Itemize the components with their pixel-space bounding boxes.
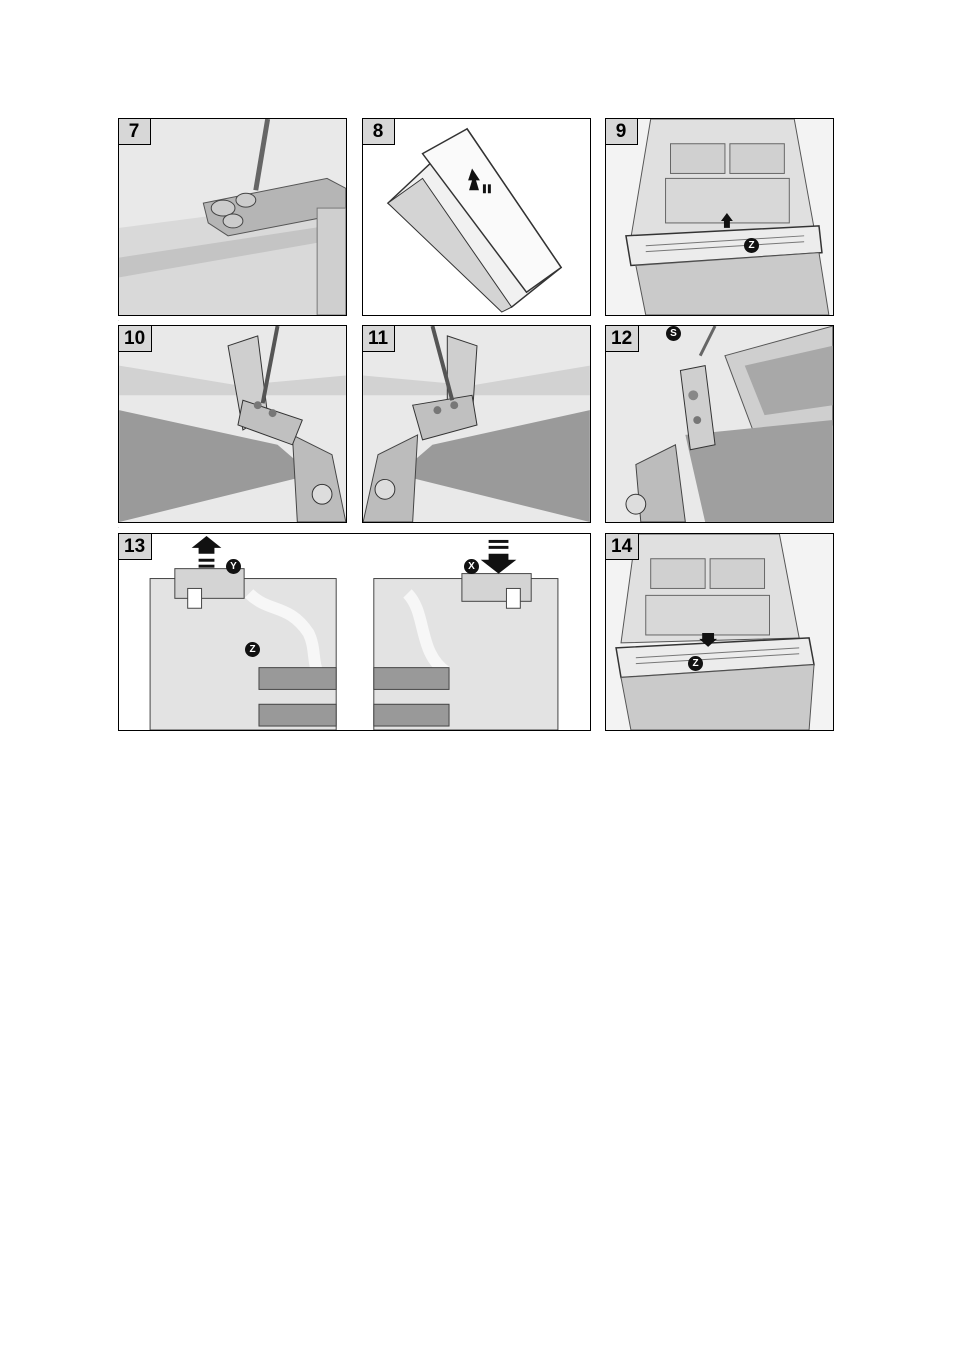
step-number: 7 [119, 119, 151, 145]
callout-s-badge: S [666, 326, 681, 341]
step-9-panel: 9 Z [605, 118, 834, 316]
callout-z-badge: Z [245, 642, 260, 657]
hinge-screw-fit-illustration [625, 326, 833, 522]
figure-code: · [118, 318, 120, 323]
step-number: 14 [606, 534, 640, 560]
door-lift-illustration [386, 127, 563, 313]
step-number: 10 [119, 326, 153, 352]
hinge-remove-illustration [119, 326, 346, 522]
step-13-panel: 13 Y X Z [118, 533, 591, 731]
step-number: 11 [363, 326, 396, 352]
cover-slide-illustration [149, 535, 559, 730]
step-8-panel: 8 [362, 118, 591, 316]
step-11-panel: 11 [362, 325, 591, 523]
callout-y-badge: Y [226, 559, 241, 574]
figure-code: · [118, 525, 120, 530]
step-number: 13 [119, 534, 153, 560]
hinge-screw-illustration [119, 119, 346, 315]
step-7-panel: 7 [118, 118, 347, 316]
step-number: 12 [606, 326, 640, 352]
callout-z-badge: Z [688, 656, 703, 671]
step-number: 8 [363, 119, 395, 145]
hinge-mount-opposite-illustration [363, 326, 590, 522]
fridge-cover-lift-illustration [625, 119, 830, 315]
step-number: 9 [606, 119, 638, 145]
step-10-panel: 10 [118, 325, 347, 523]
fridge-cover-install-illustration [615, 534, 815, 730]
callout-z-badge: Z [744, 238, 759, 253]
step-14-panel: 14 Z [605, 533, 834, 731]
callout-x-badge: X [464, 559, 479, 574]
step-12-panel: 12 S [605, 325, 834, 523]
